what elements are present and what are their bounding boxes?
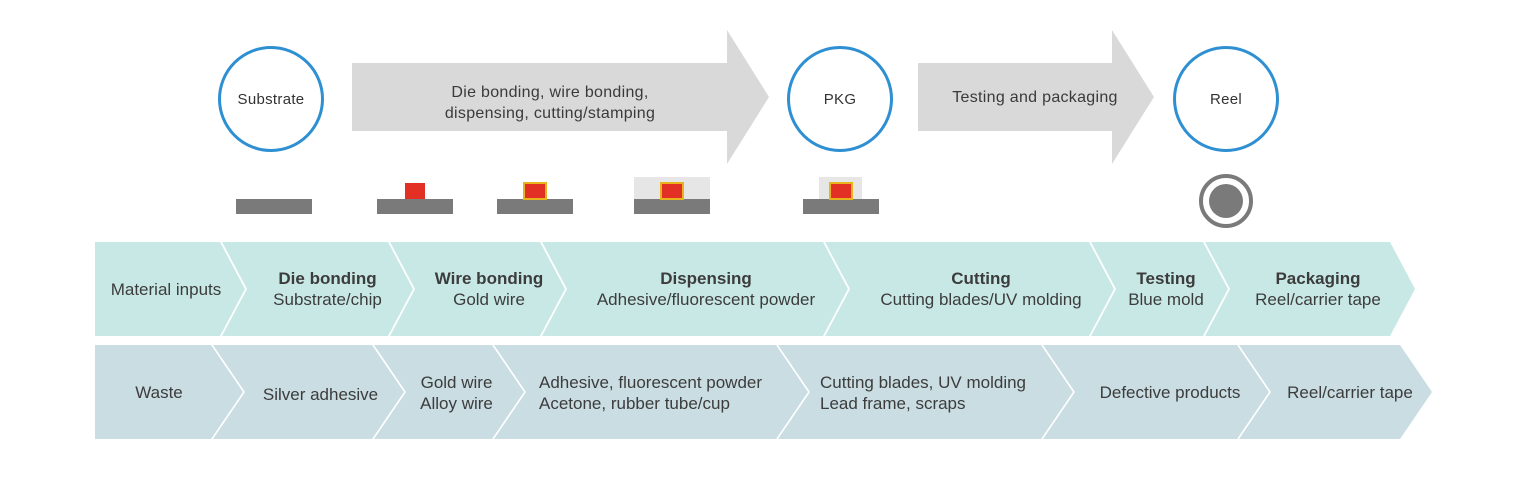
- inputs-chevron-dispense: [542, 242, 848, 336]
- waste-chevron-2: [374, 345, 524, 439]
- waste-chevron-1: [213, 345, 404, 439]
- pkg-label: PKG: [823, 90, 857, 108]
- arrow1-line2: dispensing, cutting/stamping: [444, 105, 656, 122]
- step-title: Packaging: [1275, 269, 1361, 288]
- chip-icon: [405, 183, 425, 199]
- step-detail: Cutting blades/UV molding: [880, 290, 1082, 309]
- inputs-chevron-label: [95, 242, 245, 336]
- step-title: Die bonding: [278, 269, 377, 288]
- inputs-chevron-packaging: [1205, 242, 1415, 336]
- step-detail: Gold wire: [453, 290, 525, 309]
- step-title: Wire bonding: [434, 269, 544, 288]
- waste-chevron-5: [1043, 345, 1269, 439]
- waste-chevron-label: [95, 345, 243, 439]
- substrate-bar-icon: [377, 199, 453, 214]
- chip-icon: [660, 182, 684, 200]
- arrow2-text: Testing and packaging: [952, 89, 1118, 106]
- reel-circle: Reel: [1173, 46, 1279, 152]
- inputs-row: [95, 242, 1415, 336]
- waste-chevron-4: [778, 345, 1073, 439]
- waste-chevron-3: [494, 345, 808, 439]
- arrow1-label: Die bonding, wire bonding, dispensing, c…: [400, 82, 700, 124]
- waste-step-6: Reel/carrier tape: [1287, 383, 1413, 402]
- pkg-circle: PKG: [787, 46, 893, 152]
- substrate-circle: Substrate: [218, 46, 324, 152]
- chip-icon: [523, 182, 547, 200]
- inputs-step-packaging: Packaging Reel/carrier tape: [1228, 268, 1408, 310]
- inputs-chevron-cutting: [825, 242, 1114, 336]
- arrow2-label: Testing and packaging: [925, 87, 1145, 108]
- inputs-step-dispense: Dispensing Adhesive/fluorescent powder: [565, 268, 847, 310]
- waste-step-4: Cutting blades, UV molding Lead frame, s…: [820, 373, 1027, 413]
- process-arrow-2: [918, 30, 1154, 164]
- waste-step-3: Adhesive, fluorescent powder Acetone, ru…: [539, 373, 763, 413]
- inputs-chevron-die: [222, 242, 413, 336]
- step-title: Cutting: [951, 269, 1011, 288]
- substrate-bar-icon: [236, 199, 312, 214]
- waste-step-5: Defective products: [1099, 383, 1241, 402]
- inputs-chevron-testing: [1091, 242, 1228, 336]
- arrow1-line1: Die bonding, wire bonding,: [451, 84, 649, 101]
- step-title: Testing: [1136, 269, 1196, 288]
- inputs-step-wire: Wire bonding Gold wire: [413, 268, 565, 310]
- waste-step-1: Silver adhesive: [262, 385, 379, 404]
- inputs-step-cutting: Cutting Cutting blades/UV molding: [848, 268, 1114, 310]
- substrate-bar-icon: [803, 199, 879, 214]
- waste-row: [95, 345, 1432, 439]
- step-detail: Reel/carrier tape: [1255, 290, 1381, 309]
- reel-label: Reel: [1209, 90, 1243, 108]
- inputs-chevron-wire: [390, 242, 565, 336]
- step-title: Dispensing: [660, 269, 752, 288]
- step-detail: Substrate/chip: [273, 290, 382, 309]
- substrate-label: Substrate: [237, 90, 305, 108]
- step-detail: Blue mold: [1128, 290, 1204, 309]
- waste-step-2: Gold wire Alloy wire: [420, 373, 493, 413]
- reel-hub-icon: [1209, 184, 1243, 218]
- substrate-bar-icon: [497, 199, 573, 214]
- inputs-label: Material inputs: [110, 280, 222, 299]
- inputs-step-die: Die bonding Substrate/chip: [245, 268, 410, 310]
- step-detail: Adhesive/fluorescent powder: [596, 290, 816, 309]
- waste-label: Waste: [135, 383, 183, 402]
- substrate-bar-icon: [634, 199, 710, 214]
- waste-chevron-6: [1239, 345, 1432, 439]
- chip-icon: [829, 182, 853, 200]
- process-arrow-1: [352, 30, 769, 164]
- inputs-step-testing: Testing Blue mold: [1112, 268, 1220, 310]
- reel-icon: [1199, 174, 1253, 228]
